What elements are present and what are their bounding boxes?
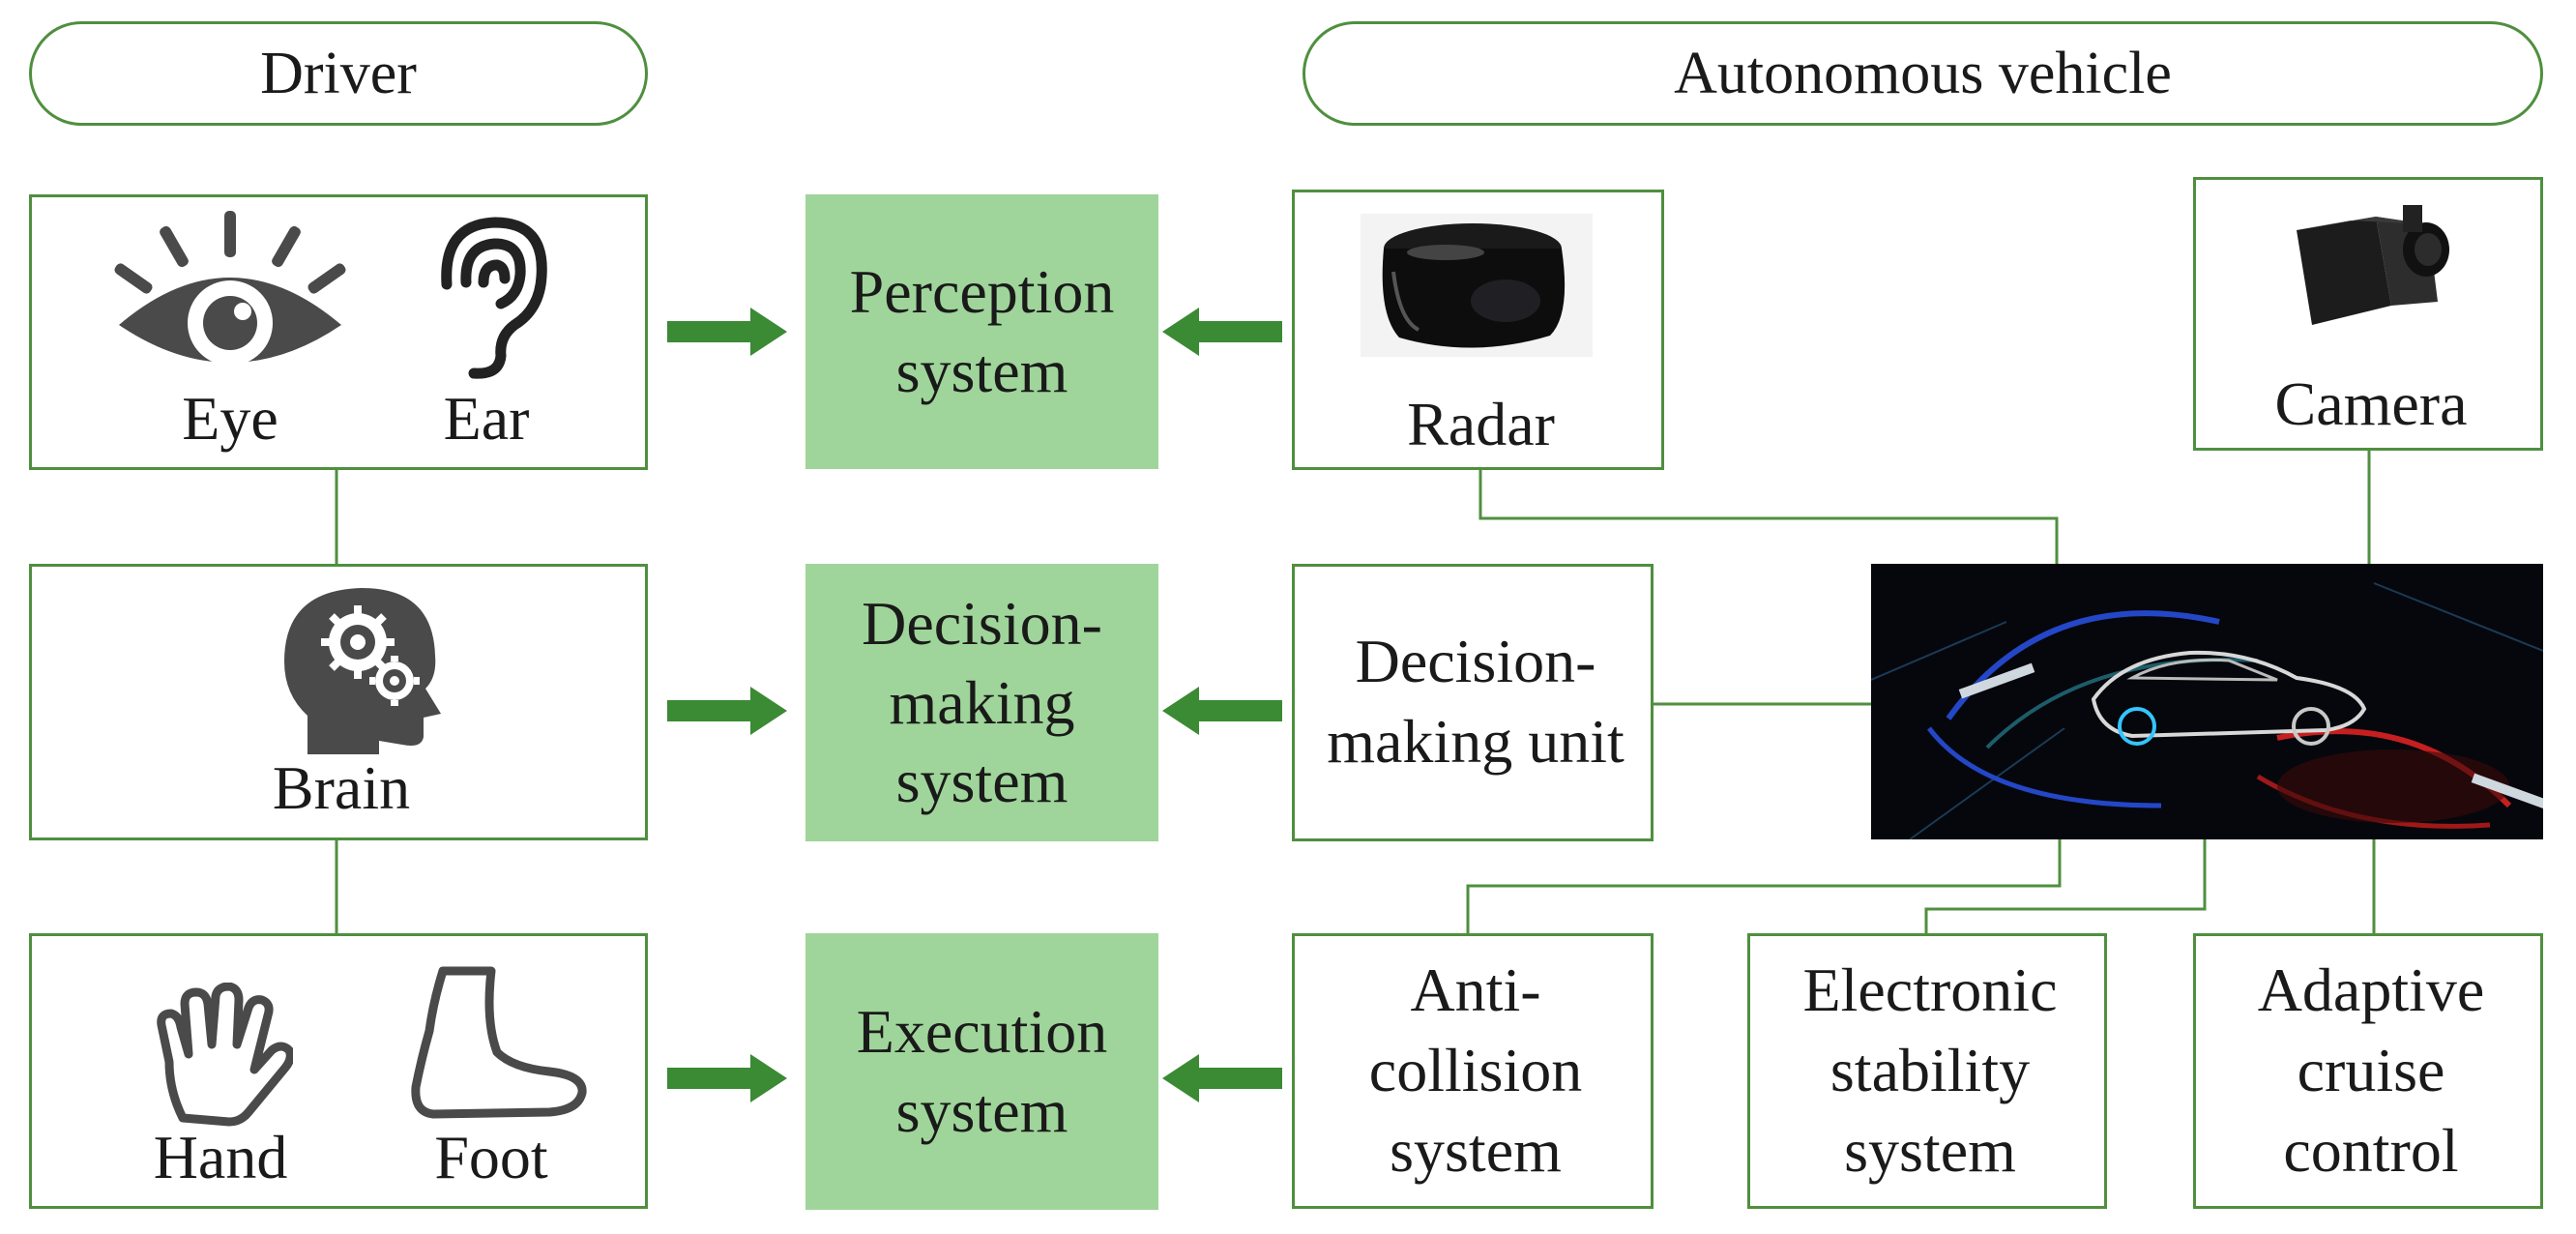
radar-sensor-image bbox=[1361, 214, 1593, 357]
arrow-left-perception bbox=[1162, 308, 1282, 356]
ear-label: Ear bbox=[443, 384, 530, 453]
brain-label: Brain bbox=[272, 753, 411, 822]
adaptive-cruise-control-box: Adaptive cruise control bbox=[2193, 933, 2543, 1209]
brain-head-gears-icon bbox=[284, 588, 441, 754]
autonomous-vehicle-header: Autonomous vehicle bbox=[1303, 21, 2543, 126]
radar-label: Radar bbox=[1407, 390, 1555, 458]
adaptive-cruise-control-label: Adaptive cruise control bbox=[2257, 955, 2485, 1186]
anti-collision-system-box: Anti- collision system bbox=[1292, 933, 1654, 1209]
radar-box: Radar bbox=[1292, 190, 1664, 470]
electronic-stability-system-box: Electronic stability system bbox=[1747, 933, 2107, 1209]
camera-sensor-image bbox=[2297, 205, 2449, 325]
arrow-left-decision bbox=[1162, 687, 1282, 735]
eye-icon bbox=[114, 211, 346, 366]
camera-label: Camera bbox=[2274, 369, 2468, 438]
decision-making-unit-box: Decision- making unit bbox=[1292, 564, 1654, 841]
brain-box: Brain bbox=[29, 564, 648, 840]
hand-label: Hand bbox=[153, 1123, 288, 1191]
hand-foot-box: Hand Foot bbox=[29, 933, 648, 1209]
hand-icon bbox=[157, 983, 293, 1127]
arrow-right-perception bbox=[667, 308, 787, 356]
foot-icon bbox=[411, 966, 587, 1119]
arrow-left-execution bbox=[1162, 1054, 1282, 1102]
eye-ear-box: Eye Ear bbox=[29, 194, 648, 470]
execution-system-box: Execution system bbox=[805, 933, 1158, 1210]
eye-label: Eye bbox=[182, 384, 278, 453]
autonomous-car-visualization-image bbox=[1871, 564, 2543, 839]
electronic-stability-system-label: Electronic stability system bbox=[1802, 955, 2058, 1186]
driver-header: Driver bbox=[29, 21, 648, 126]
anti-collision-system-label: Anti- collision system bbox=[1368, 955, 1583, 1186]
decision-making-system-box: Decision- making system bbox=[805, 564, 1158, 841]
foot-label: Foot bbox=[434, 1123, 548, 1191]
ear-icon bbox=[441, 217, 547, 379]
decision-making-unit-label: Decision- making unit bbox=[1327, 627, 1625, 777]
camera-box: Camera bbox=[2193, 177, 2543, 451]
arrow-right-execution bbox=[667, 1054, 787, 1102]
perception-system-box: Perception system bbox=[805, 194, 1158, 469]
arrow-right-decision bbox=[667, 687, 787, 735]
